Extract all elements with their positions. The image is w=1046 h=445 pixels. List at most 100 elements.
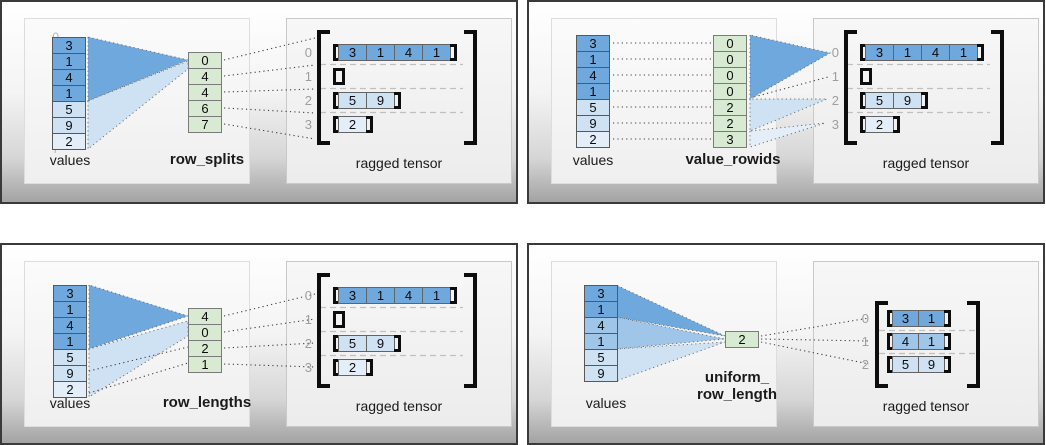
tensor-row: 1 bbox=[298, 311, 457, 328]
tensor-row-index: 0 bbox=[861, 311, 869, 326]
uniform-row-length-cell: 2 bbox=[725, 331, 759, 348]
ragged-tensor-label: ragged tensor bbox=[355, 155, 443, 171]
value-cell: 5 bbox=[584, 349, 618, 366]
value-cell: 3 bbox=[584, 285, 618, 302]
value-cell: 2 bbox=[53, 381, 87, 398]
value-rowid-cell: 0 bbox=[713, 35, 747, 52]
ragged-tensor-label: ragged tensor bbox=[882, 398, 970, 414]
tensor-bracket-left bbox=[844, 30, 857, 145]
tensor-row-index: 1 bbox=[831, 69, 839, 84]
row-bracket-left-icon bbox=[333, 44, 340, 61]
value-cell: 1 bbox=[52, 85, 86, 102]
row-length-cell: 2 bbox=[188, 340, 222, 357]
value-cell: 5 bbox=[52, 101, 86, 118]
tensor-bracket-right bbox=[991, 30, 1004, 145]
value-rowid-cell: 0 bbox=[713, 67, 747, 84]
row-bracket-right-icon bbox=[338, 311, 345, 328]
value-index-column: 01234567 bbox=[28, 29, 59, 157]
row-bracket-left-icon bbox=[887, 356, 894, 373]
value-cell: 1 bbox=[576, 83, 610, 100]
value-cell: 2 bbox=[52, 133, 86, 150]
value-cell: 2 bbox=[576, 131, 610, 148]
value-cell: 3 bbox=[52, 37, 86, 54]
row-bracket-right-icon bbox=[865, 68, 872, 85]
tensor-row-index: 2 bbox=[861, 357, 869, 372]
value-cell: 1 bbox=[584, 333, 618, 350]
row-bracket-left-icon bbox=[333, 335, 340, 352]
tensor-cell: 2 bbox=[338, 359, 367, 376]
tensor-cell: 4 bbox=[892, 333, 919, 350]
tensor-row-index: 2 bbox=[304, 336, 312, 351]
value-rowid-cell: 3 bbox=[713, 131, 747, 148]
row-bracket-left-icon bbox=[860, 92, 867, 109]
row-bracket-right-icon bbox=[450, 44, 457, 61]
tensor-row-index: 3 bbox=[831, 117, 839, 132]
value-cell: 9 bbox=[584, 365, 618, 382]
tensor-row-index: 1 bbox=[304, 312, 312, 327]
tensor-bracket-right bbox=[967, 301, 980, 388]
value-cell: 9 bbox=[53, 365, 87, 382]
tensor-cell: 4 bbox=[394, 44, 423, 61]
tensor-row-index: 0 bbox=[304, 45, 312, 60]
value-cell: 1 bbox=[584, 301, 618, 318]
row-bracket-left-icon bbox=[333, 116, 340, 133]
value-cell: 4 bbox=[584, 317, 618, 334]
row-splits-cell: 0 bbox=[188, 52, 222, 69]
row-bracket-right-icon bbox=[450, 287, 457, 304]
row-bracket-right-icon bbox=[366, 116, 373, 133]
value-cell: 4 bbox=[576, 67, 610, 84]
row-splits-cell: 4 bbox=[188, 84, 222, 101]
row-bracket-right-icon bbox=[893, 116, 900, 133]
row-bracket-left-icon bbox=[333, 92, 340, 109]
tensor-cell: 4 bbox=[921, 44, 950, 61]
tensor-cell: 3 bbox=[865, 44, 894, 61]
values-label: values bbox=[49, 152, 91, 168]
row-bracket-right-icon bbox=[944, 356, 951, 373]
tensor-cell: 5 bbox=[338, 335, 367, 352]
row-bracket-left-icon bbox=[887, 333, 894, 350]
row-bracket-right-icon bbox=[338, 68, 345, 85]
value-cell: 4 bbox=[52, 69, 86, 86]
tensor-row-index: 3 bbox=[304, 360, 312, 375]
values-label: values bbox=[585, 395, 627, 411]
tensor-cell: 5 bbox=[338, 92, 367, 109]
method-label: row_splits bbox=[169, 151, 245, 168]
tensor-cell: 2 bbox=[865, 116, 894, 133]
tensor-cell: 2 bbox=[338, 116, 367, 133]
tensor-bracket-left bbox=[875, 301, 888, 388]
value-cell: 3 bbox=[53, 285, 87, 302]
row-bracket-left-icon bbox=[333, 311, 340, 328]
tensor-cell: 9 bbox=[366, 335, 395, 352]
tensor-cell: 1 bbox=[422, 287, 451, 304]
tensor-row-index: 3 bbox=[304, 117, 312, 132]
row-bracket-left-icon bbox=[887, 310, 894, 327]
method-label-line2: row_length bbox=[696, 386, 777, 403]
row-splits-cell: 6 bbox=[188, 100, 222, 117]
tensor-row-index: 0 bbox=[304, 288, 312, 303]
value-cell: 1 bbox=[52, 53, 86, 70]
row-bracket-right-icon bbox=[944, 310, 951, 327]
tensor-cell: 1 bbox=[893, 44, 922, 61]
tensor-cell: 5 bbox=[865, 92, 894, 109]
row-length-cell: 1 bbox=[188, 356, 222, 373]
tensor-row: 1 bbox=[825, 68, 984, 85]
tensor-cell: 9 bbox=[893, 92, 922, 109]
row-bracket-right-icon bbox=[921, 92, 928, 109]
row-bracket-right-icon bbox=[394, 335, 401, 352]
